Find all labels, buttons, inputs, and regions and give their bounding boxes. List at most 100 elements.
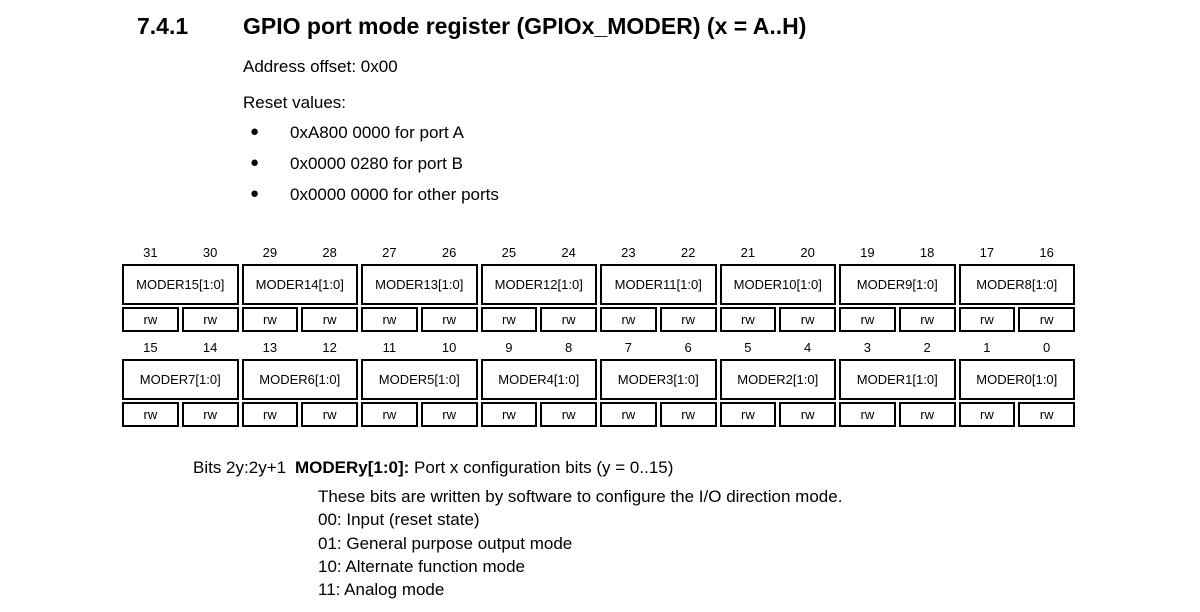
bit-number: 10 xyxy=(441,340,457,355)
bit-number: 9 xyxy=(505,340,513,355)
bit-number: 22 xyxy=(680,245,696,260)
register-field-cell: MODER1[1:0] xyxy=(839,359,956,400)
reset-value-item: ● 0x0000 0280 for port B xyxy=(250,154,499,185)
description-line: These bits are written by software to co… xyxy=(318,487,843,506)
bit-number: 24 xyxy=(561,245,576,260)
access-type-cell: rw xyxy=(241,307,299,332)
access-type-cell: rw xyxy=(301,307,358,332)
register-field-cell: MODER5[1:0] xyxy=(361,359,478,400)
bit-number: 26 xyxy=(441,245,457,260)
page-title: GPIO port mode register (GPIOx_MODER) (x… xyxy=(243,13,807,39)
bit-number: 23 xyxy=(621,245,636,260)
access-type-cell: rw xyxy=(719,307,777,332)
access-type-cell: rw xyxy=(122,402,179,427)
register-field-cell: MODER9[1:0] xyxy=(839,264,956,305)
reset-values-list: ● 0xA800 0000 for port A ● 0x0000 0280 f… xyxy=(250,123,499,216)
description-line: 11: Analog mode xyxy=(318,580,445,600)
register-field-cell: MODER12[1:0] xyxy=(480,264,597,305)
access-type-cell: rw xyxy=(839,402,896,427)
access-type-cell: rw xyxy=(181,307,239,332)
access-type-cell: rw xyxy=(540,307,597,332)
bit-number: 29 xyxy=(262,245,278,260)
access-type-cell: rw xyxy=(898,402,956,427)
field-cells-row-1: MODER7[1:0]MODER6[1:0]MODER5[1:0]MODER4[… xyxy=(122,359,1075,400)
access-type-cell: rw xyxy=(540,402,597,427)
field-cells-row-0: MODER15[1:0]MODER14[1:0]MODER13[1:0]MODE… xyxy=(122,264,1075,305)
access-type-cell: rw xyxy=(241,402,299,427)
access-type-cell: rw xyxy=(958,402,1016,427)
description-line: 00: Input (reset state) xyxy=(318,510,480,530)
register-field-cell: MODER13[1:0] xyxy=(361,264,478,305)
register-field-cell: MODER10[1:0] xyxy=(719,264,836,305)
bullet-icon: ● xyxy=(250,185,260,202)
description-line: 10: Alternate function mode xyxy=(318,556,525,576)
register-field-cell: MODER14[1:0] xyxy=(241,264,358,305)
register-field-cell: MODER8[1:0] xyxy=(958,264,1075,305)
bit-number: 15 xyxy=(143,340,158,355)
bit-number: 27 xyxy=(382,245,397,260)
register-field-cell: MODER2[1:0] xyxy=(719,359,836,400)
address-offset: Address offset: 0x00 xyxy=(243,57,398,76)
access-type-cell: rw xyxy=(420,402,478,427)
reset-value-text: 0x0000 0000 for other ports xyxy=(290,185,499,204)
access-type-cell: rw xyxy=(181,402,239,427)
reset-value-item: ● 0x0000 0000 for other ports xyxy=(250,185,499,216)
bit-number: 30 xyxy=(202,245,218,260)
bit-number: 4 xyxy=(804,340,812,355)
access-type-cell: rw xyxy=(719,402,777,427)
bit-number: 2 xyxy=(923,340,931,355)
register-field-cell: MODER4[1:0] xyxy=(480,359,597,400)
bit-number: 18 xyxy=(919,245,935,260)
bit-number: 0 xyxy=(1043,340,1051,355)
access-type-cell: rw xyxy=(958,307,1016,332)
bullet-icon: ● xyxy=(250,154,260,171)
field-desc: Port x configuration bits (y = 0..15) xyxy=(409,458,674,477)
bit-number: 8 xyxy=(565,340,573,355)
bit-number: 6 xyxy=(684,340,692,355)
access-type-cell: rw xyxy=(779,307,836,332)
bit-number: 5 xyxy=(744,340,752,355)
reset-value-item: ● 0xA800 0000 for port A xyxy=(250,123,499,154)
access-type-cell: rw xyxy=(420,307,478,332)
access-type-cell: rw xyxy=(480,307,538,332)
register-field-cell: MODER0[1:0] xyxy=(958,359,1075,400)
reset-values-label: Reset values: xyxy=(243,93,346,112)
reset-value-text: 0xA800 0000 for port A xyxy=(290,123,464,142)
access-type-cell: rw xyxy=(659,402,717,427)
access-type-cell: rw xyxy=(600,402,657,427)
register-field-cell: MODER15[1:0] xyxy=(122,264,239,305)
access-type-cell: rw xyxy=(1018,307,1075,332)
bit-number: 21 xyxy=(740,245,756,260)
access-type-cell: rw xyxy=(839,307,896,332)
bit-number: 25 xyxy=(501,245,517,260)
description-line: 01: General purpose output mode xyxy=(318,533,573,553)
bit-number: 16 xyxy=(1039,245,1054,260)
access-type-cell: rw xyxy=(122,307,179,332)
bit-number: 11 xyxy=(382,340,397,355)
field-name: MODERy[1:0]: xyxy=(295,458,410,477)
bit-number: 1 xyxy=(983,340,991,355)
bit-number: 12 xyxy=(322,340,337,355)
access-type-cell: rw xyxy=(361,307,418,332)
register-field-cell: MODER11[1:0] xyxy=(600,264,717,305)
reset-value-text: 0x0000 0280 for port B xyxy=(290,154,463,173)
bits-range-label: Bits 2y:2y+1 xyxy=(193,458,287,477)
register-field-cell: MODER3[1:0] xyxy=(600,359,717,400)
access-type-cell: rw xyxy=(659,307,717,332)
access-type-cell: rw xyxy=(898,307,956,332)
bit-number: 3 xyxy=(863,340,871,355)
bit-number: 7 xyxy=(624,340,632,355)
access-type-cell: rw xyxy=(361,402,418,427)
bit-number: 13 xyxy=(262,340,278,355)
bit-number: 14 xyxy=(202,340,218,355)
bullet-icon: ● xyxy=(250,123,260,140)
access-type-cell: rw xyxy=(779,402,836,427)
bit-number: 19 xyxy=(860,245,875,260)
section-number: 7.4.1 xyxy=(137,13,189,39)
